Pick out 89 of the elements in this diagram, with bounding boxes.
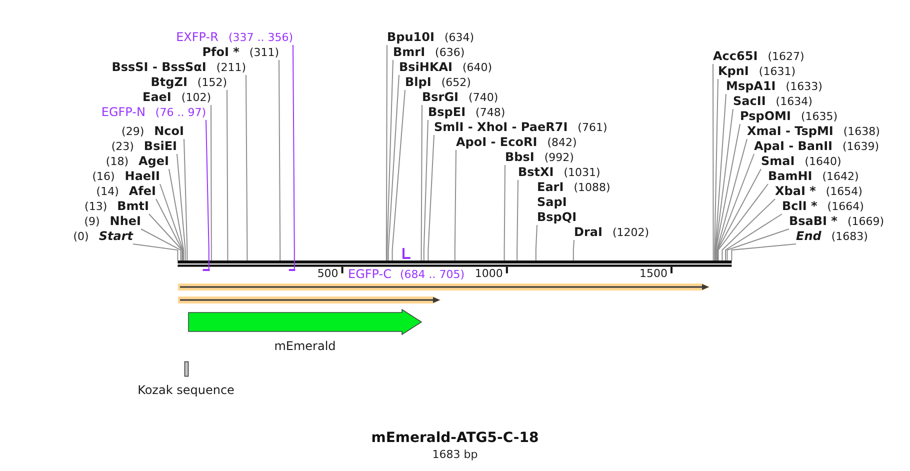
leader-line	[722, 198, 776, 261]
primer-label: EXFP-R (337 .. 356)	[176, 30, 293, 45]
map-title: mEmerald-ATG5-C-18	[371, 430, 539, 447]
leader-line	[716, 138, 748, 261]
enzyme-label: BclI * (1664)	[782, 199, 864, 214]
enzyme-label: PspOMI (1635)	[740, 109, 838, 124]
leader-line	[168, 168, 184, 261]
scale-label: 1500	[640, 266, 668, 281]
enzyme-label: SmaI (1640)	[761, 154, 842, 169]
leader-line	[278, 60, 281, 261]
enzyme-label: PfoI * (311)	[202, 45, 279, 60]
leader-line	[140, 228, 182, 261]
leader-line	[726, 228, 790, 261]
enzyme-label: BstXI (1031)	[518, 165, 600, 180]
leader-line	[160, 184, 184, 261]
primer-mark	[288, 269, 296, 271]
feature-track	[178, 284, 710, 290]
leader-line	[535, 224, 538, 261]
enzyme-label: ApoI - EcoRI (842)	[456, 135, 577, 150]
enzyme-label: KpnI (1631)	[718, 64, 796, 79]
leader-line	[292, 44, 295, 270]
enzyme-label: BtgZI (152)	[150, 75, 227, 90]
leader-line	[731, 244, 796, 261]
enzyme-label: EaeI (102)	[142, 90, 211, 105]
feature-label: Kozak sequence	[138, 383, 234, 398]
enzyme-label: (14) AfeI	[96, 184, 156, 199]
leader-line	[420, 104, 422, 261]
leader-line	[718, 184, 768, 261]
enzyme-label: ApaI - BanII (1639)	[754, 139, 880, 154]
enzyme-label: DraI (1202)	[574, 225, 650, 240]
leader-line	[184, 138, 188, 261]
leader-line	[226, 90, 228, 261]
feature-label: mEmerald	[274, 339, 336, 354]
leader-line	[386, 44, 388, 261]
leader-line	[454, 150, 456, 261]
enzyme-label: (13) BmtI	[84, 199, 149, 214]
enzyme-label: BsaBI * (1669)	[789, 214, 884, 229]
leader-line	[712, 64, 714, 261]
enzyme-label: (18) AgeI	[106, 154, 169, 169]
enzyme-label: XbaI * (1654)	[775, 184, 862, 199]
enzyme-label: Bpu10I (634)	[387, 30, 474, 45]
dna-backbone	[178, 260, 732, 267]
primer-label: EGFP-C	[348, 267, 392, 282]
leader-line	[423, 120, 428, 261]
enzyme-label: EarI (1088) SapI BspQI	[537, 180, 610, 225]
end-label: End (1683)	[796, 229, 868, 244]
enzyme-label: BssSI - BssSαI (211)	[112, 60, 246, 75]
leader-line	[206, 120, 210, 270]
enzyme-label: BspEI (748)	[428, 105, 506, 120]
scale-label: 1000	[474, 266, 503, 281]
leader-line	[132, 244, 178, 261]
leader-line	[428, 134, 434, 261]
leader-line	[386, 60, 394, 261]
sequence-length: 1683 bp	[432, 448, 478, 462]
enzyme-label: (29) NcoI	[122, 124, 184, 139]
leader-line	[148, 214, 182, 261]
leader-line	[714, 78, 718, 261]
enzyme-label: BlpI (652)	[405, 75, 471, 90]
primer-label: (684 .. 705)	[400, 267, 465, 282]
feature-track	[178, 296, 441, 304]
primer-label: EGFP-N (76 .. 97)	[101, 105, 206, 120]
leader-line	[176, 154, 186, 261]
leader-line	[725, 214, 782, 261]
enzyme-label: BsrGI (740)	[422, 90, 498, 105]
leader-line	[572, 240, 574, 261]
start-label: (0) Start	[73, 229, 133, 244]
leader-line	[392, 90, 406, 261]
enzyme-label: BsiHKAI (640)	[399, 60, 492, 75]
enzyme-label: (9) NheI	[84, 214, 141, 229]
leader-line	[388, 74, 400, 261]
enzyme-label: SacII (1634)	[733, 94, 812, 109]
enzyme-label: XmaI - TspMI (1638)	[747, 124, 880, 139]
primer-mark	[202, 269, 210, 271]
enzyme-label: BmrI (636)	[393, 45, 465, 60]
enzyme-label: (16) HaeII	[92, 169, 160, 184]
leader-line	[210, 104, 212, 261]
leader-line	[717, 168, 762, 261]
enzyme-label: BamHI (1642)	[768, 169, 859, 184]
leader-line	[715, 124, 740, 261]
leader-line	[246, 74, 248, 261]
scale-label: 500	[317, 266, 338, 281]
enzyme-label: MspA1I (1633)	[726, 79, 822, 94]
leader-line	[516, 180, 518, 261]
primer-mark	[402, 248, 410, 259]
leader-line	[504, 164, 506, 261]
enzyme-label: BbsI (992)	[505, 150, 574, 165]
enzyme-label: (23) BsiEI	[111, 139, 177, 154]
enzyme-label: Acc65I (1627)	[713, 49, 804, 64]
enzyme-label: SmlI - XhoI - PaeR7I (761)	[434, 120, 608, 135]
